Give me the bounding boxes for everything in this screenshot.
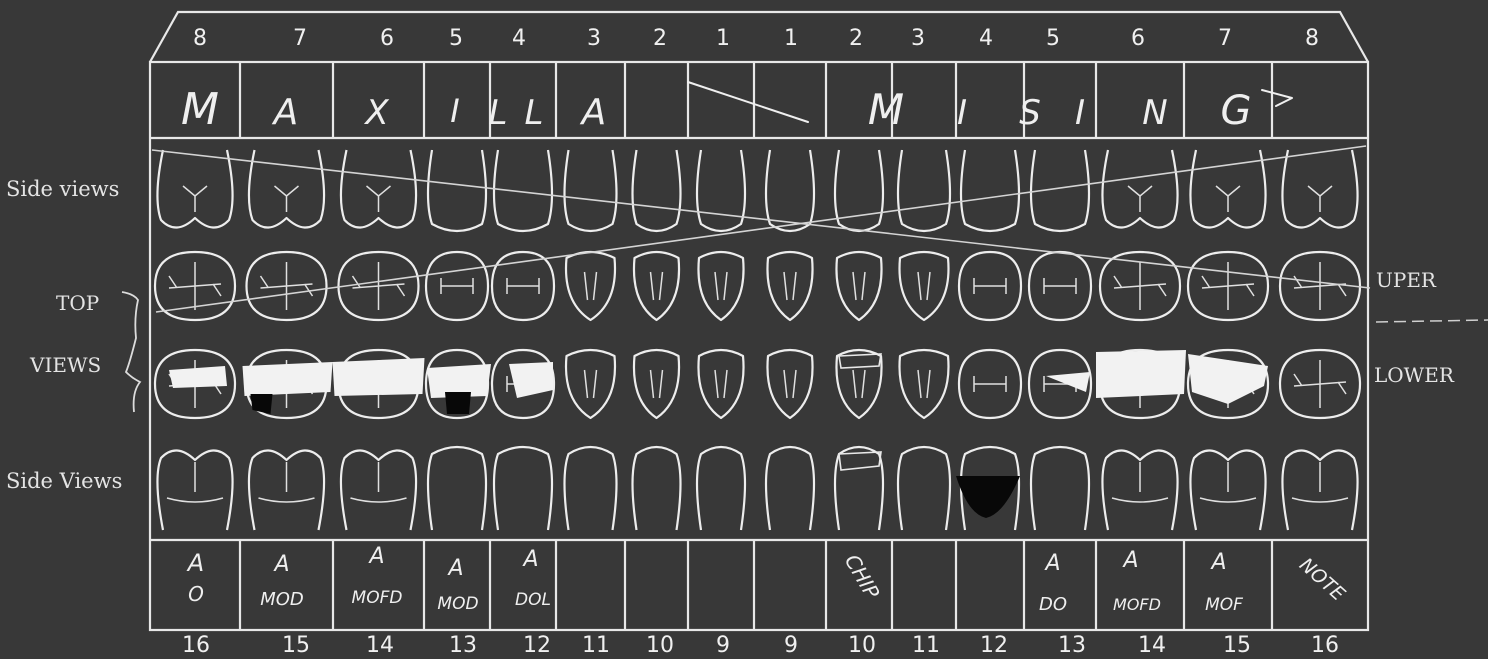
top-number: 1 (784, 26, 798, 51)
filling-mofd (333, 358, 425, 396)
bottom-number: 14 (1138, 633, 1166, 658)
note-line2: MOFD (352, 588, 403, 608)
note-line2: DOL (515, 590, 551, 610)
note-line2: MOFD (1113, 595, 1161, 614)
bottom-number: 12 (523, 633, 551, 658)
note-line1: A (186, 549, 204, 577)
note-line2: MOD (437, 594, 478, 614)
bottom-number: 11 (582, 633, 610, 658)
handwritten-letter: M (181, 84, 219, 135)
label-lower: LOWER (1374, 363, 1455, 387)
bottom-number: 15 (282, 633, 310, 658)
bottom-number: 10 (646, 633, 674, 658)
label-top: TOP (56, 291, 99, 315)
handwritten-letter: L (489, 93, 508, 133)
handwritten-letter: I (450, 92, 459, 130)
bottom-number: 12 (980, 633, 1008, 658)
top-number: 5 (1046, 26, 1060, 51)
handwritten-letter: A (580, 92, 607, 133)
handwritten-letter: L (525, 93, 544, 133)
top-number: 7 (1218, 26, 1232, 51)
note-line2: MOD (260, 589, 304, 610)
note-line2: MOF (1205, 595, 1243, 615)
handwritten-letter: M (868, 85, 904, 134)
note-line1: A (367, 544, 384, 569)
top-number: 3 (911, 26, 925, 51)
top-number: 2 (849, 26, 863, 51)
top-number: 4 (979, 26, 993, 51)
note-line1: A (1121, 548, 1138, 573)
top-number: 4 (512, 26, 526, 51)
decay-spot (445, 392, 471, 414)
top-number: 3 (587, 26, 601, 51)
handwritten-letter: I (957, 93, 967, 133)
bottom-number: 11 (912, 633, 940, 658)
bottom-number: 14 (366, 633, 394, 658)
handwritten-letter: I (1075, 93, 1085, 133)
note-line1: A (446, 556, 463, 581)
label-side-views-upper: Side views (6, 177, 119, 201)
note-line1: A (521, 547, 538, 572)
note-line1: A (1043, 551, 1060, 576)
top-number: 2 (653, 26, 667, 51)
handwritten-letter: G (1221, 88, 1252, 134)
note-line2: O (188, 582, 204, 606)
filling-mofd (1096, 350, 1186, 398)
top-number: 1 (716, 26, 730, 51)
handwritten-letter: N (1142, 93, 1167, 133)
filling-mod (243, 362, 333, 396)
bottom-number: 16 (182, 633, 210, 658)
note-line2: DO (1039, 594, 1067, 615)
label-side-views-lower: Side Views (6, 469, 122, 493)
bottom-number: 9 (784, 633, 798, 658)
note-line1: A (1209, 550, 1226, 575)
top-number: 8 (1305, 26, 1319, 51)
bottom-number: 10 (848, 633, 876, 658)
top-number: 6 (380, 26, 394, 51)
top-number: 5 (449, 26, 463, 51)
bottom-number: 16 (1311, 633, 1339, 658)
label-views: VIEWS (29, 353, 101, 377)
top-number: 7 (293, 26, 307, 51)
top-number: 6 (1131, 26, 1145, 51)
handwritten-letter: X (363, 93, 389, 133)
bottom-number: 15 (1223, 633, 1251, 658)
note-line1: A (272, 552, 289, 577)
bottom-number: 9 (716, 633, 730, 658)
bottom-number: 13 (449, 633, 477, 658)
top-number: 8 (193, 26, 207, 51)
label-uper: UPER (1376, 268, 1437, 292)
bottom-number: 13 (1058, 633, 1086, 658)
handwritten-letter: S (1019, 93, 1041, 133)
handwritten-letter: A (272, 92, 299, 133)
